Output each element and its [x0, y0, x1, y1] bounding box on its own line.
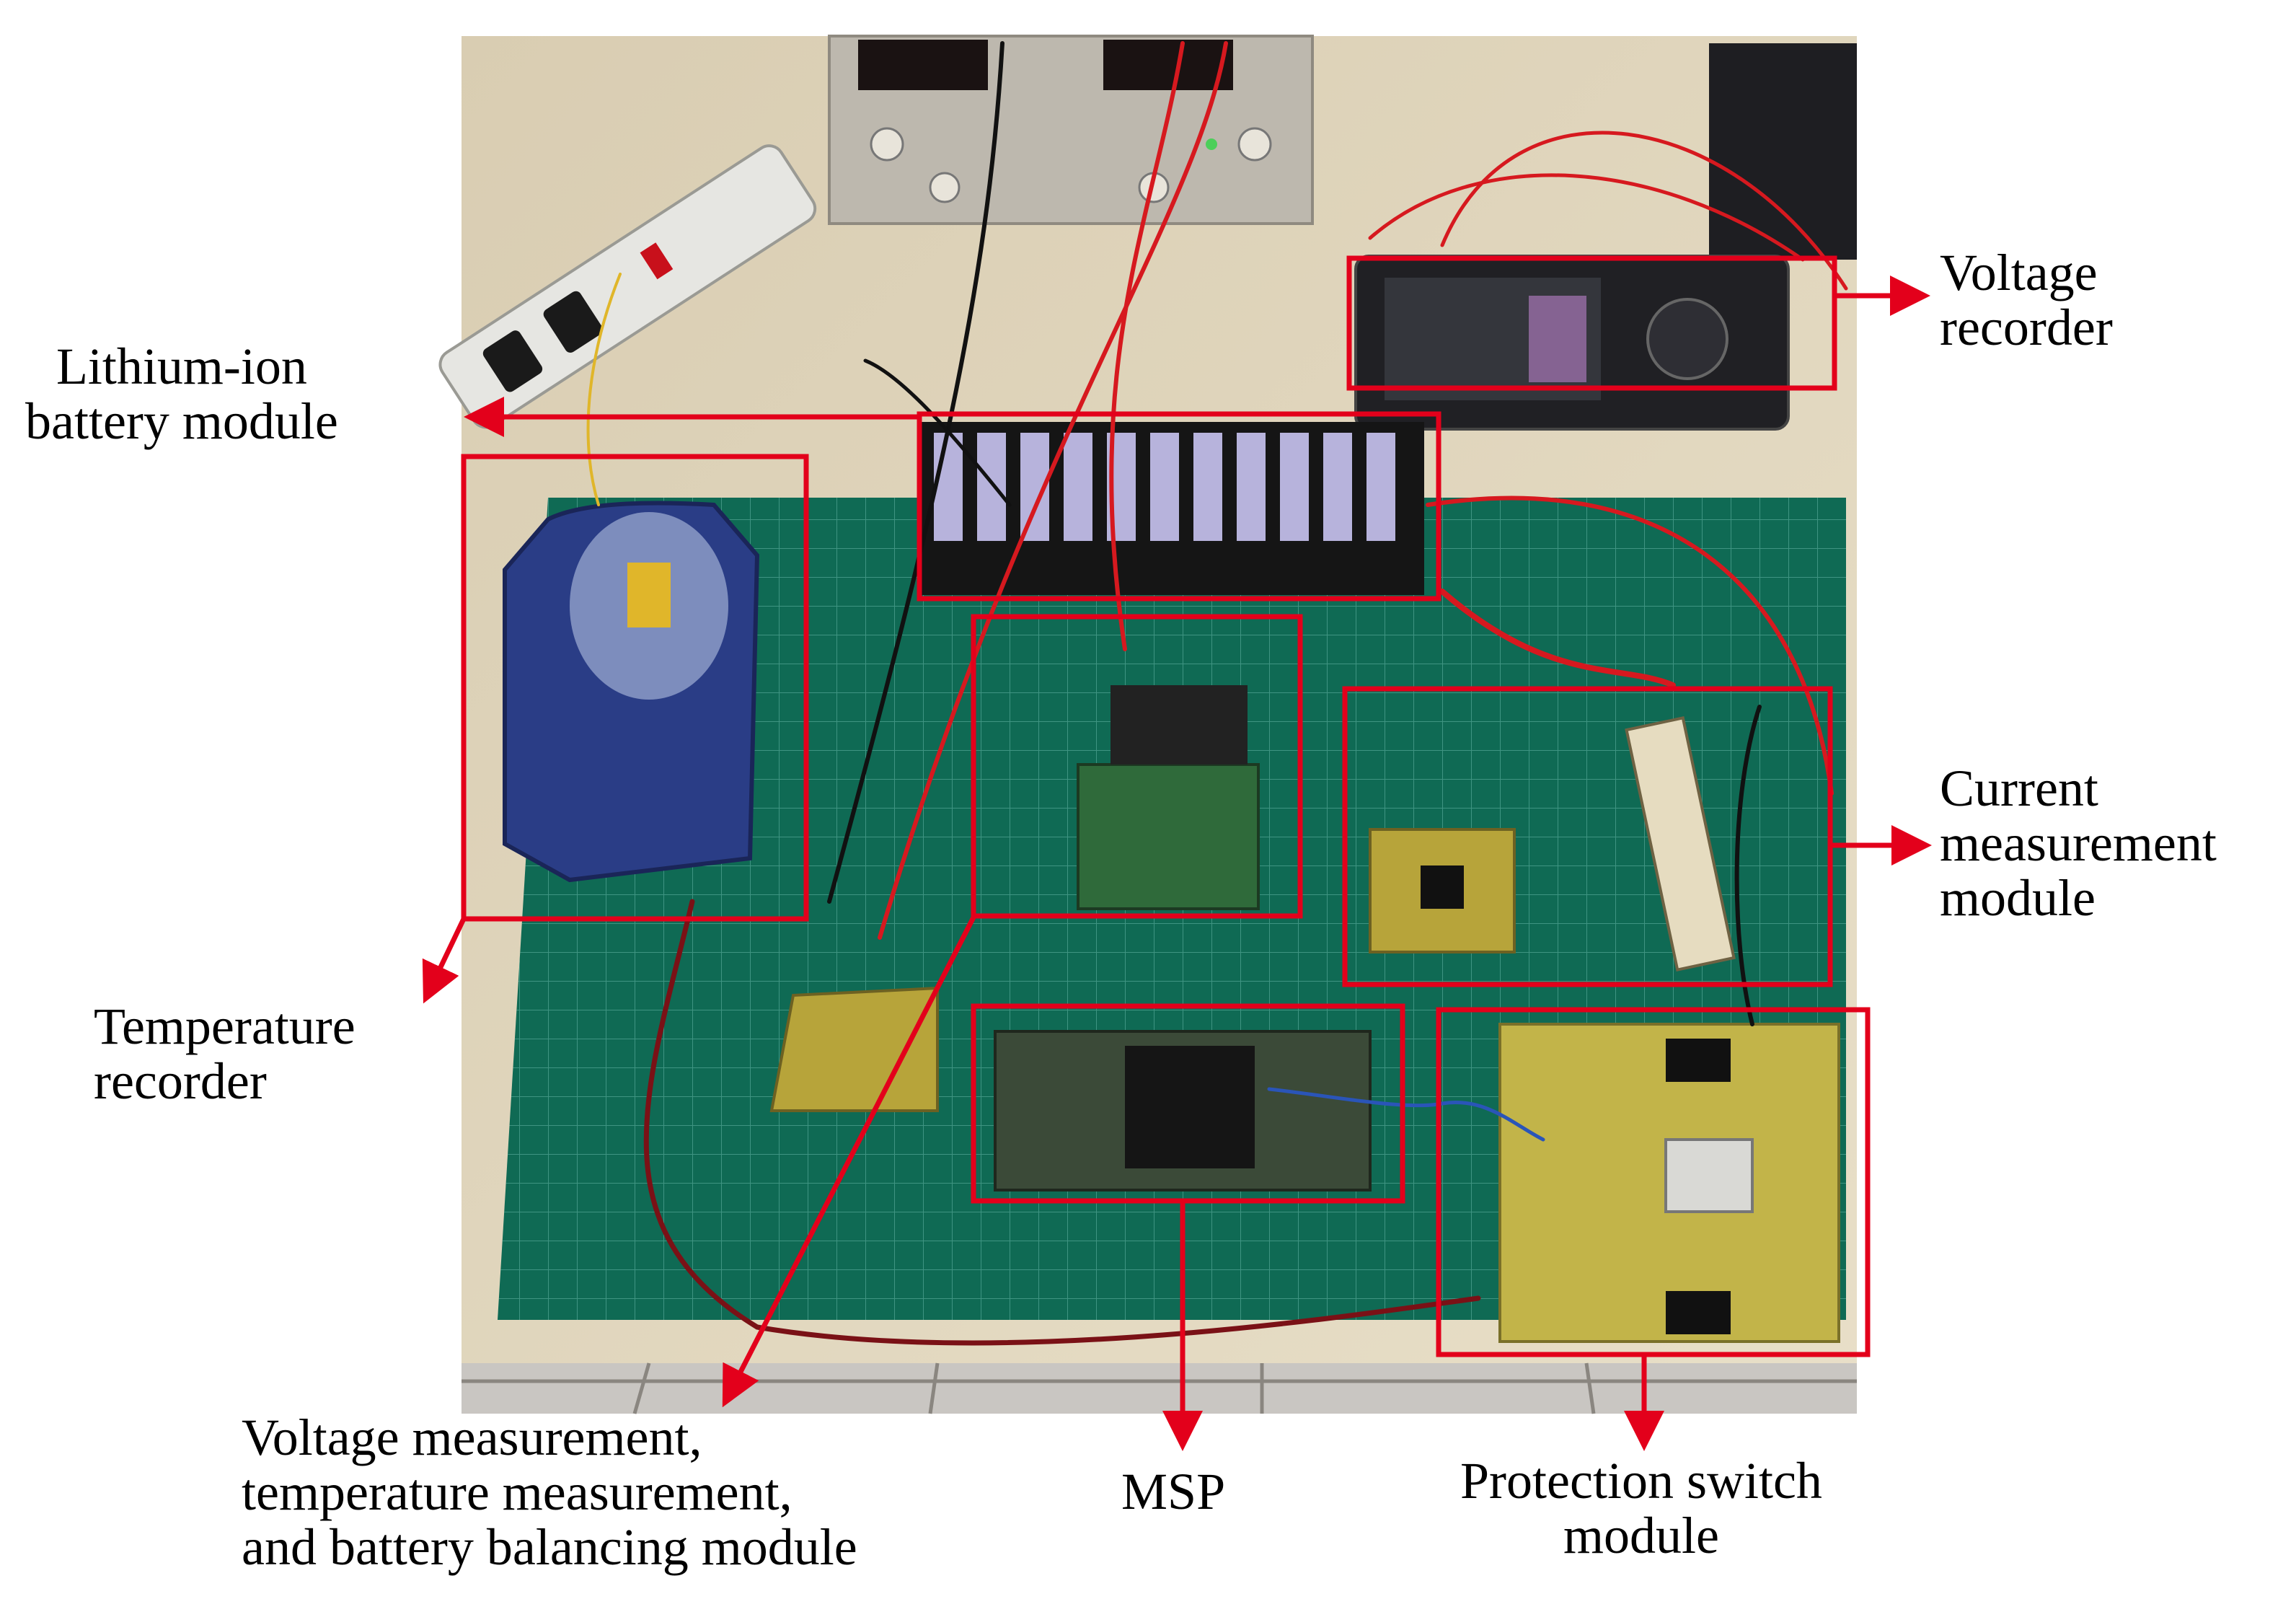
circuit-boards [769, 685, 1840, 1343]
monitor [1709, 43, 1857, 260]
annotation-boxes [461, 255, 1871, 1357]
box-temperature-recorder [461, 454, 809, 922]
label-temperature-recorder: Temperature recorder [94, 997, 356, 1110]
label-balancing-module: Voltage measurement, temperature measure… [242, 1409, 857, 1576]
annotation-arrows [422, 276, 1932, 1451]
box-balancing-module [971, 614, 1303, 919]
box-current-module [1342, 686, 1833, 987]
box-battery-module [917, 411, 1441, 602]
label-voltage-recorder: Voltage recorder [1940, 244, 2113, 356]
label-msp: MSP [1121, 1463, 1226, 1520]
battery-pack [919, 422, 1424, 595]
wires [586, 41, 1848, 1346]
box-voltage-recorder [1346, 255, 1837, 391]
label-protection-module: Protection switch module [1460, 1452, 1822, 1564]
box-msp [971, 1003, 1405, 1204]
voltage-recorder-device [1354, 255, 1790, 431]
temperature-recorder-device [503, 501, 760, 883]
arrow-temperature-recorder [422, 917, 467, 1004]
box-protection-module [1436, 1007, 1871, 1357]
photograph [438, 35, 1857, 1414]
arrow-balancing-module [722, 913, 978, 1408]
label-current-module: Current measurement module [1940, 759, 2217, 927]
bench-power-supply [828, 35, 1314, 225]
label-battery-module: Lithium-ion battery module [25, 338, 338, 450]
power-strip [438, 144, 817, 429]
